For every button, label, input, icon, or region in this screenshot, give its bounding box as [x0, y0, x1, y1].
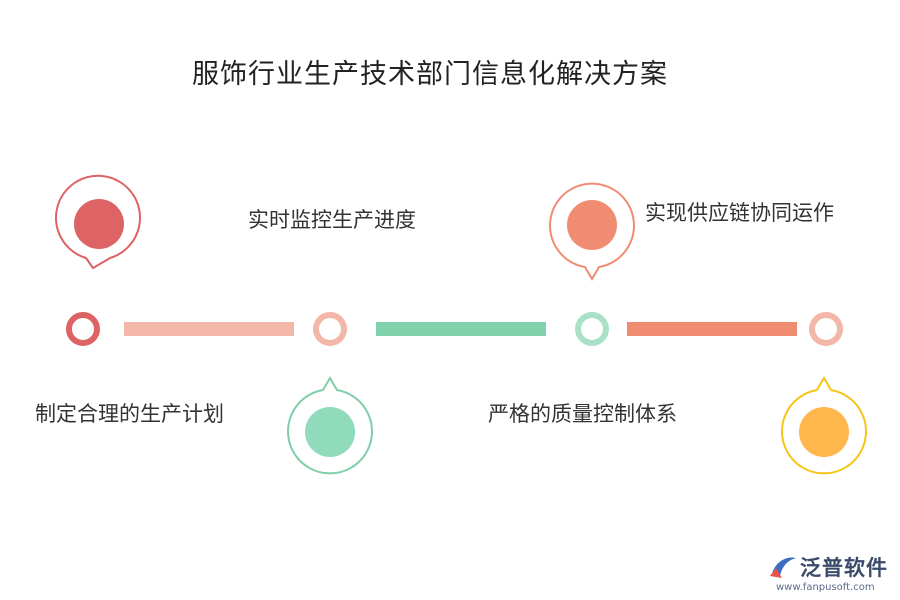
pin-dot-4 — [799, 407, 849, 457]
pin-marker-2 — [287, 376, 373, 475]
pin-dot-3 — [567, 200, 617, 250]
pin-marker-4 — [781, 376, 867, 475]
connector-bar-2 — [376, 322, 546, 336]
timeline-node-4 — [809, 312, 843, 346]
pin-dot-2 — [305, 407, 355, 457]
label-quality-control: 严格的质量控制体系 — [488, 402, 677, 426]
timeline-node-1 — [66, 312, 100, 346]
brand-name: 泛普软件 — [800, 556, 888, 580]
connector-bar-1 — [124, 322, 294, 336]
connector-bar-3 — [627, 322, 797, 336]
label-supply-chain: 实现供应链协同运作 — [645, 201, 834, 225]
page-title: 服饰行业生产技术部门信息化解决方案 — [192, 59, 668, 90]
brand-url: www.fanpusoft.com — [776, 582, 875, 593]
label-production-plan: 制定合理的生产计划 — [35, 402, 224, 426]
pin-dot-1 — [74, 199, 124, 249]
timeline-node-3 — [575, 312, 609, 346]
pin-marker-1 — [55, 174, 141, 270]
timeline-node-2 — [313, 312, 347, 346]
label-monitor-progress: 实时监控生产进度 — [248, 208, 416, 232]
brand-logo: 泛普软件 www.fanpusoft.com — [768, 552, 894, 596]
brand-logo-icon — [770, 557, 796, 578]
pin-marker-3 — [549, 182, 635, 281]
